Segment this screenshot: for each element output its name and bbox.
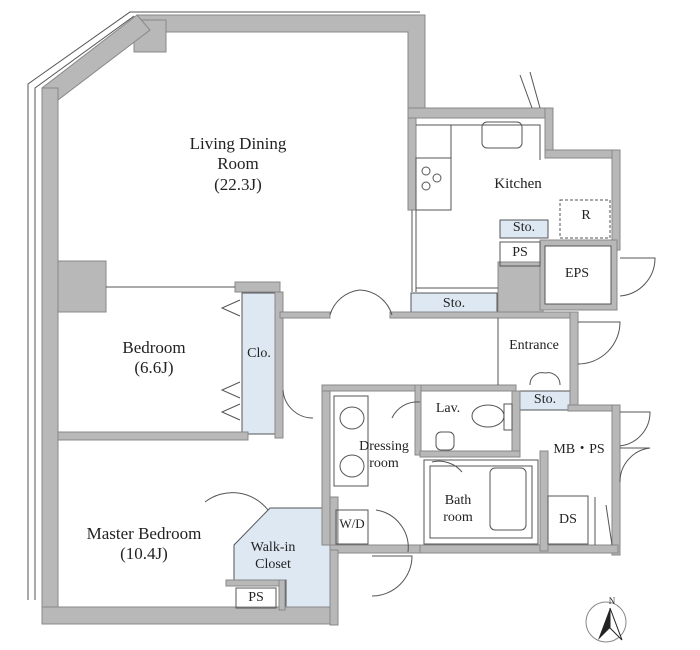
- bath-line1: Bath: [444, 493, 472, 508]
- wd-label: W/D: [339, 516, 365, 531]
- north-compass: N: [585, 596, 627, 643]
- walls: [41, 14, 621, 626]
- north-arrow-icon-half: [609, 607, 623, 641]
- door-swing: [375, 509, 409, 553]
- mb-ps-label: MB・PS: [553, 442, 605, 457]
- living-name-line2: Room: [217, 154, 259, 174]
- compass-north-label: N: [609, 596, 616, 606]
- ps-kitchen-label: PS: [512, 245, 528, 260]
- lav-label: Lav.: [435, 401, 461, 416]
- eps-label: EPS: [564, 266, 590, 281]
- kitchen-sink: [481, 121, 523, 149]
- door-swing: [577, 321, 621, 365]
- door-swing: [359, 289, 393, 316]
- door-swing: [619, 411, 651, 447]
- compass-ring: [585, 601, 627, 643]
- storage-kitchen: [499, 219, 549, 239]
- master-name: Master Bedroom: [86, 524, 202, 543]
- walkin-closet-label: Walk-in Closet: [238, 540, 308, 574]
- living-size: (22.3J): [214, 174, 262, 194]
- stove-burner: [432, 173, 442, 183]
- living-name-line1: Living Dining: [189, 134, 287, 153]
- closet-label: Clo.: [247, 346, 271, 361]
- door-swing: [371, 555, 413, 597]
- door-swing: [282, 389, 314, 419]
- bedroom-name: Bedroom: [122, 338, 186, 357]
- north-arrow-icon: [598, 608, 610, 640]
- stove-burner: [421, 181, 431, 191]
- walkin-line2: Closet: [255, 556, 291, 572]
- living-dining-label: Living Dining Room (22.3J): [160, 134, 316, 195]
- storage-kitchen-label: Sto.: [512, 220, 536, 235]
- stove-burner: [421, 166, 431, 176]
- storage-hall-label: Sto.: [442, 296, 466, 311]
- storage-entrance-label: Sto.: [533, 392, 557, 407]
- bath-line2: room: [443, 509, 473, 525]
- door-swing: [619, 257, 656, 297]
- door-swing: [204, 492, 269, 511]
- kitchen-label: Kitchen: [494, 176, 542, 192]
- closet-bedroom: [241, 292, 276, 435]
- door-swing: [391, 401, 421, 419]
- dressing-room-label: Dressing room: [344, 439, 424, 473]
- entrance-label: Entrance: [509, 338, 559, 353]
- dressing-line2: room: [369, 455, 399, 471]
- master-size: (10.4J): [120, 544, 168, 564]
- door-swing: [329, 289, 361, 316]
- master-bedroom-label: Master Bedroom (10.4J): [66, 524, 222, 565]
- ps-walkin-label: PS: [248, 590, 264, 605]
- bedroom-size: (6.6J): [134, 358, 174, 378]
- refrigerator-box: [559, 199, 611, 239]
- ds-label: DS: [559, 512, 577, 527]
- refrigerator-label: R: [581, 208, 591, 223]
- bath-room-label: Bath room: [434, 493, 482, 527]
- door-swing: [619, 447, 651, 483]
- fixtures: [27, 11, 656, 609]
- dressing-line1: Dressing: [359, 439, 409, 454]
- door-swing: [431, 460, 463, 473]
- bedroom-label: Bedroom (6.6J): [104, 338, 204, 379]
- walkin-line1: Walk-in: [250, 540, 296, 555]
